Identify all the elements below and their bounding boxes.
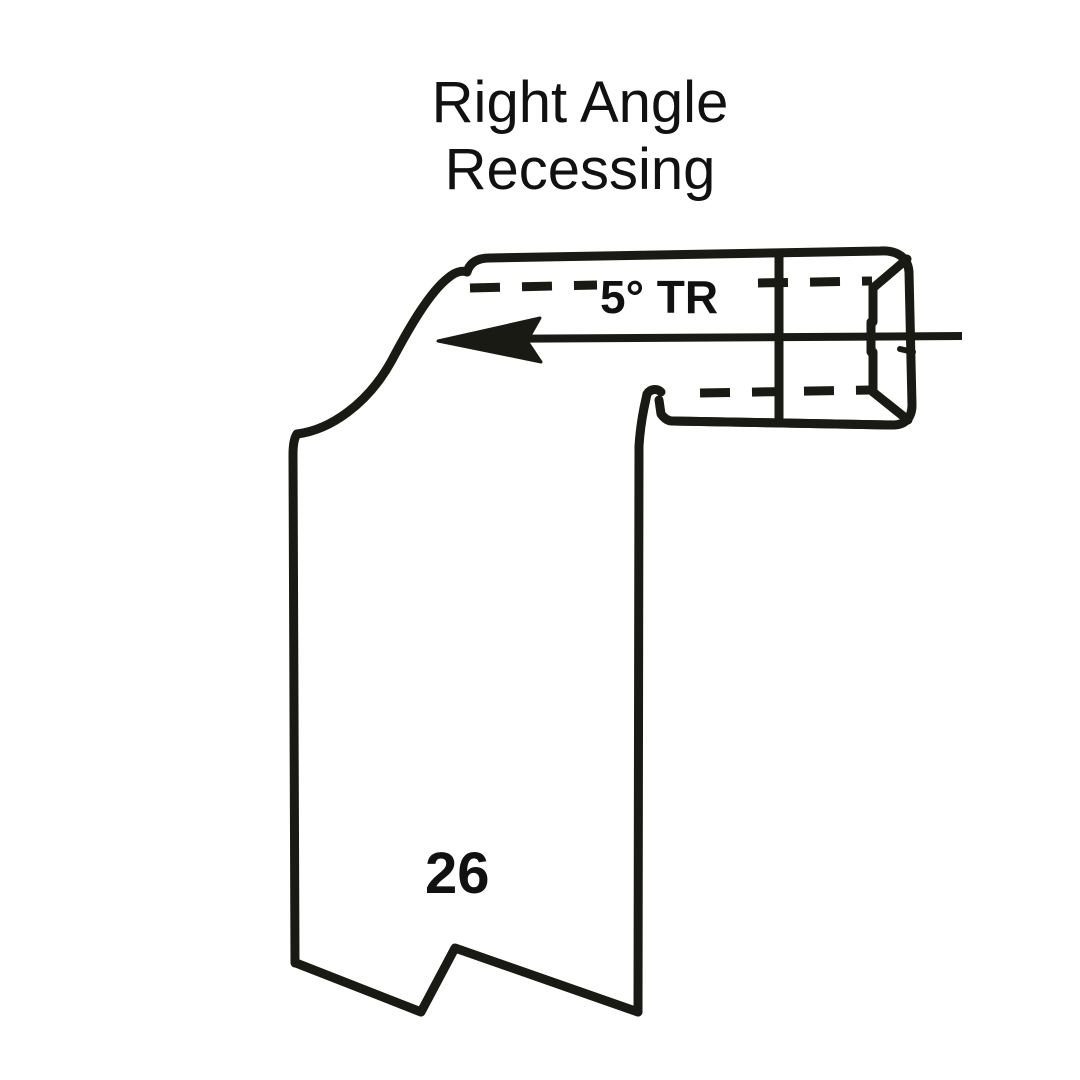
feed-direction-arrow (436, 316, 963, 364)
corner-diagonal-bottom (868, 387, 913, 425)
arrow-head (436, 316, 543, 364)
hidden-edge-bottom (699, 385, 873, 398)
tool-number-label: 26 (425, 841, 490, 906)
centerline-burr-mark (897, 346, 916, 355)
hidden-edge-lines (469, 276, 873, 398)
tool-body-outline (288, 246, 917, 1017)
arrow-shaft (469, 332, 963, 343)
rake-angle-label: 5° TR (600, 271, 718, 323)
hidden-edge-top-right (757, 276, 873, 288)
page-title: Right Angle Recessing (431, 70, 729, 202)
hidden-edge-top-left (469, 280, 598, 293)
corner-diagonal-top (868, 254, 912, 293)
